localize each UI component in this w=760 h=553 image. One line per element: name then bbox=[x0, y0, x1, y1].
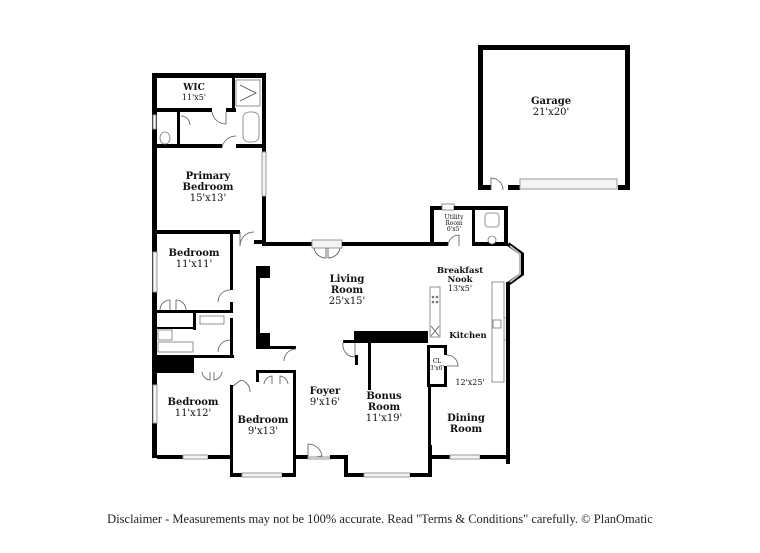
garage bbox=[478, 45, 630, 191]
label-closet-size: 3'x6' bbox=[430, 365, 445, 372]
garage-side-door bbox=[490, 177, 504, 191]
label-dining-2: Room bbox=[450, 424, 483, 435]
label-nook-2: Nook bbox=[448, 275, 474, 285]
bedroom-1-area bbox=[152, 234, 234, 373]
bedroom-2-3-area bbox=[152, 370, 296, 478]
label-bonus-size: 11'x19' bbox=[366, 413, 403, 424]
label-living-1: Living bbox=[330, 274, 365, 285]
label-garage-size: 21'x20' bbox=[533, 107, 570, 118]
label-nook-1: Breakfast bbox=[437, 266, 483, 276]
label-foyer: Foyer bbox=[310, 386, 341, 397]
label-foyer-size: 9'x16' bbox=[310, 397, 340, 408]
kitchen-area bbox=[427, 203, 524, 464]
label-utility-1: Utility bbox=[444, 214, 464, 221]
label-primary-2: Bedroom bbox=[183, 182, 234, 193]
label-nook-size: 13'x5' bbox=[448, 284, 472, 293]
garage-door bbox=[519, 178, 618, 190]
label-bedroom-3-size: 9'x13' bbox=[248, 426, 278, 437]
label-kitchen-size: 12'x25' bbox=[455, 378, 484, 387]
toilet bbox=[159, 131, 171, 145]
label-bedroom-2-size: 11'x12' bbox=[175, 408, 212, 419]
label-wic: WIC bbox=[182, 83, 204, 93]
disclaimer-text: Disclaimer - Measurements may not be 100… bbox=[107, 512, 653, 526]
label-closet: CL bbox=[433, 358, 442, 365]
label-bedroom-1: Bedroom bbox=[169, 248, 220, 259]
bathtub bbox=[242, 111, 260, 143]
label-utility-size: 6'x5' bbox=[447, 226, 462, 233]
label-wic-size: 11'x5' bbox=[182, 93, 206, 102]
label-living-size: 25'x15' bbox=[329, 296, 366, 307]
label-dining-1: Dining bbox=[447, 413, 485, 424]
label-utility-2: Room bbox=[445, 220, 463, 227]
primary-wing bbox=[152, 73, 267, 373]
label-garage: Garage bbox=[531, 96, 571, 107]
front-door bbox=[307, 443, 323, 459]
label-living-2: Room bbox=[331, 285, 364, 296]
label-bonus-2: Room bbox=[368, 402, 401, 413]
kitchen-counter-right bbox=[491, 281, 505, 383]
label-kitchen: Kitchen bbox=[449, 331, 487, 341]
kitchen-counter-left bbox=[429, 286, 441, 338]
label-bedroom-1-size: 11'x11' bbox=[176, 259, 213, 270]
label-primary-size: 15'x13' bbox=[190, 193, 227, 204]
label-bedroom-3: Bedroom bbox=[238, 415, 289, 426]
label-bonus-1: Bonus bbox=[366, 391, 402, 402]
central-area bbox=[256, 239, 434, 478]
room-labels: WIC 11'x5' Primary Bedroom 15'x13' Bedro… bbox=[168, 83, 572, 437]
label-bedroom-2: Bedroom bbox=[168, 397, 219, 408]
label-primary-1: Primary bbox=[186, 171, 232, 182]
